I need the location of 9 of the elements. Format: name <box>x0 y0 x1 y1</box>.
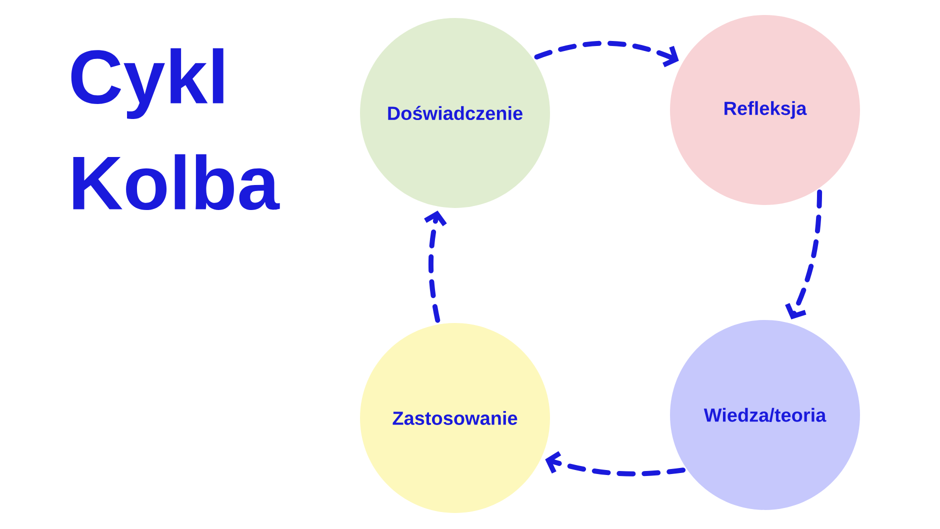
circle-node: Zastosowanie <box>360 322 550 513</box>
circle-node: Refleksja <box>670 15 860 205</box>
title: Cykl Kolba <box>71 48 280 210</box>
arrow <box>424 210 447 323</box>
arrow <box>785 189 822 320</box>
circle-node: Doświadczenie <box>360 18 550 208</box>
arrow <box>545 451 686 476</box>
arrow <box>534 40 679 68</box>
circle-node: Wiedza/teoria <box>670 320 860 510</box>
